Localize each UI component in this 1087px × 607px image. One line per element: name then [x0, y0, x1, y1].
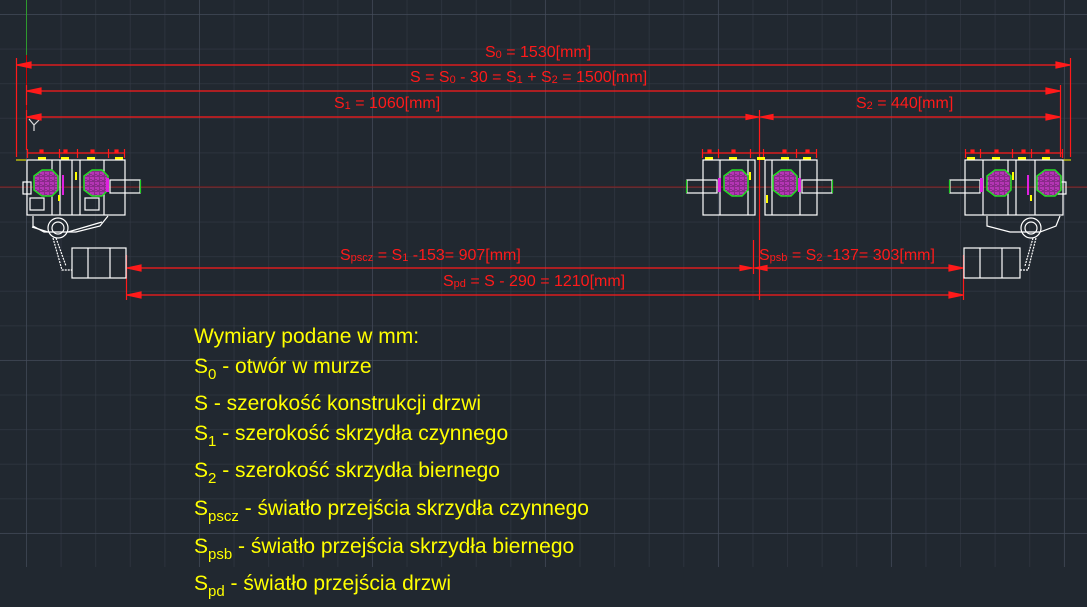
- dim-s0: [15, 58, 1072, 157]
- legend-item: S2 - szerokość skrzydła biernego: [194, 459, 500, 488]
- dim-s1-s2: [25, 110, 1061, 300]
- legend-item: S1 - szerokość skrzydła czynnego: [194, 421, 509, 450]
- legend-item: Spd - światło przejścia drzwi: [194, 572, 452, 601]
- dim-text-spscz: Spscz = S1 -153= 907[mm]: [340, 247, 521, 264]
- door-section-drawing: [0, 0, 1087, 300]
- legend-item: S - szerokość konstrukcji drzwi: [194, 392, 482, 416]
- cad-model-space[interactable]: [0, 0, 1087, 567]
- dim-text-s1: S1 = 1060[mm]: [334, 95, 441, 112]
- legend-item: Spsb - światło przejścia skrzydła bierne…: [194, 534, 575, 563]
- dim-s: [25, 85, 1062, 157]
- dim-text-spsb: Spsb = S2 -137= 303[mm]: [759, 247, 935, 264]
- dim-spscz-spsb: [125, 240, 965, 300]
- ucs-icon: [28, 118, 41, 131]
- left-frame-profile: [22, 149, 142, 279]
- dim-spd: [126, 291, 964, 299]
- dim-text-s: S = S0 - 30 = S1 + S2 = 1500[mm]: [410, 69, 648, 86]
- right-frame-profile: [948, 149, 1067, 279]
- dim-text-s0: S0 = 1530[mm]: [485, 44, 592, 61]
- center-mullion-profile: [685, 149, 834, 216]
- legend: Wymiary podane w mm: S0 - otwór w murze …: [194, 322, 589, 607]
- dim-text-spd: Spd = S - 290 = 1210[mm]: [443, 273, 626, 290]
- legend-item: Spscz - światło przejścia skrzydła czynn…: [194, 496, 589, 525]
- legend-title: Wymiary podane w mm:: [194, 325, 420, 348]
- legend-item: S0 - otwór w murze: [194, 354, 372, 383]
- dim-text-s2: S2 = 440[mm]: [856, 95, 954, 112]
